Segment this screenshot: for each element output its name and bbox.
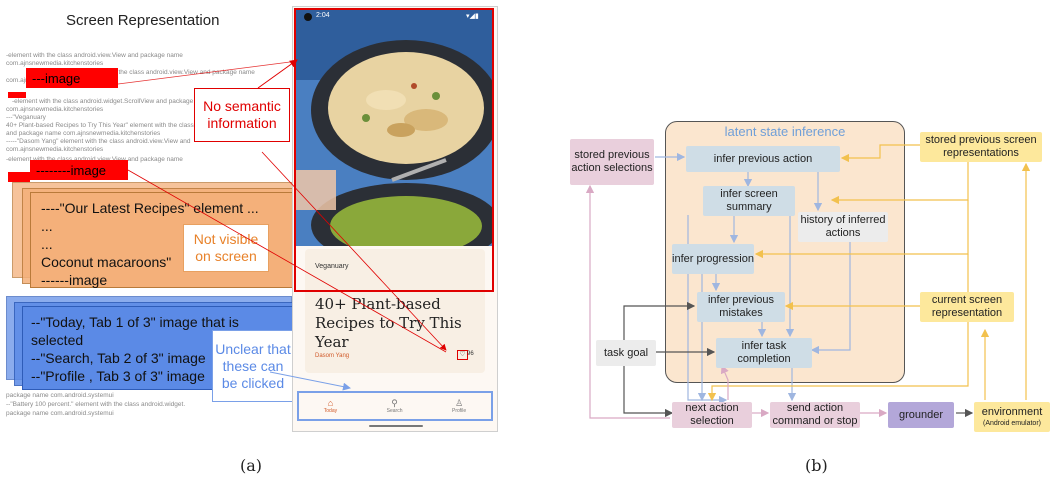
red-image-label-2: --------image [30,160,128,180]
tab-label: Search [386,408,403,414]
home-indicator [369,425,423,427]
environment-sublabel: (Android emulator) [983,420,1041,427]
faint-line: ---"Veganuary [6,114,46,121]
recipe-card[interactable]: Veganuary 40+ Plant-based Recipes to Try… [305,249,485,373]
infer-screen-summary-node: infer screen summary [703,186,795,216]
caption-a: (a) [240,456,263,475]
food-photo-illustration [296,10,494,246]
arrow-to-heart [261,151,447,351]
red-marker [8,172,30,182]
red-image-label-1: ---image [26,68,118,88]
faint-line: com.ajnsnewmedia.kitchenstories [6,106,104,113]
send-action-node: send action command or stop [770,402,860,428]
connector-line [127,169,447,353]
battery-icon: ▾◢▮ [466,13,479,20]
phone-screenshot: 2:04 ▾◢▮ Veganuary 40+ Plant-based Recip… [292,6,498,432]
panel-a-arrows [117,59,447,391]
no-semantic-note: No semantic information [194,88,290,142]
tab-search[interactable]: ⚲ Search [387,398,403,414]
faint-line: --"Battery 100 percent." element with th… [6,401,186,408]
latent-state-title: latent state inference [724,124,846,139]
camera-dot-icon [304,13,312,21]
current-screen-representation-node: current screen representation [920,292,1014,322]
blue-line: --"Search, Tab 2 of 3" image [31,350,206,366]
food-photo [296,10,494,246]
tab-label: Profile [452,408,467,414]
faint-line: and package name com.ajnsnewmedia.kitche… [6,130,161,137]
grounder-node: grounder [888,402,954,428]
unclear-clickable-note: Unclear that these can be clicked [212,330,294,402]
profile-icon: ♙ [455,398,464,408]
faint-line: -element with the class android.view.Vie… [6,52,183,59]
arrow-no-semantic [257,59,298,89]
faint-line: package name com.android.systemui [6,392,114,399]
image-highlight-box [294,8,494,292]
next-action-selection-node: next action selection [672,402,752,428]
blue-line: selected [31,332,84,348]
home-icon: ⌂ [327,398,334,408]
environment-label: environment [981,406,1043,418]
infer-previous-action-node: infer previous action [686,146,840,172]
stored-previous-action-selections-node: stored previous action selections [570,139,654,185]
status-time: 2:04 [316,12,330,19]
panel-b-arrows [585,144,1031,419]
orange-line: ... [41,236,53,252]
tab-label: Today [323,408,338,414]
faint-line: -element with the class android.view.Vie… [78,69,255,76]
red-marker [8,92,26,98]
like-count: 96 [467,351,474,357]
stored-previous-screen-representations-node: stored previous screen representations [920,132,1042,162]
faint-line: -element with the class android.view.Vie… [6,156,183,163]
connector-line [117,61,291,85]
infer-task-completion-node: infer task completion [716,338,812,368]
recipe-author: Dasom Yang [315,353,350,359]
arrow-unclear [269,371,351,391]
orange-line: ... [41,218,53,234]
environment-node: environment (Android emulator) [974,402,1050,432]
heart-icon[interactable]: ♡ [457,350,468,360]
infer-previous-mistakes-node: infer previous mistakes [697,292,785,322]
faint-line: com.ajnsnewmedia.kitchenstories [6,60,104,67]
faint-line: -element with the class android.widget.S… [12,98,212,105]
infer-progression-node: infer progression [672,244,754,274]
faint-line: -----"Dasom Yang" element with the class… [6,138,191,145]
blue-line: --"Profile , Tab 3 of 3" image [31,368,205,384]
screen-representation-title: Screen Representation [66,12,220,29]
tab-today[interactable]: ⌂ Today [324,398,337,414]
faint-line: 40+ Plant-based Recipes to Try This Year… [6,122,194,129]
history-node: history of inferred actions [798,212,888,242]
orange-line: ----"Our Latest Recipes" element ... [41,200,259,216]
faint-line: com.ajnsnewmedia.kitchenstories [6,146,104,153]
status-bar: 2:04 ▾◢▮ [296,10,494,24]
orange-line: ------image [41,272,108,288]
tab-profile[interactable]: ♙ Profile [452,398,466,414]
faint-line: package name com.android.systemui [6,410,114,417]
search-icon: ⚲ [391,398,398,408]
bottom-tab-bar: ⌂ Today ⚲ Search ♙ Profile [297,391,493,421]
orange-line: Coconut macaroons" [41,254,172,270]
caption-b: (b) [805,456,828,475]
recipe-category: Veganuary [315,263,349,270]
task-goal-node: task goal [596,340,656,366]
blue-line: --"Today, Tab 1 of 3" image that is [31,314,239,330]
